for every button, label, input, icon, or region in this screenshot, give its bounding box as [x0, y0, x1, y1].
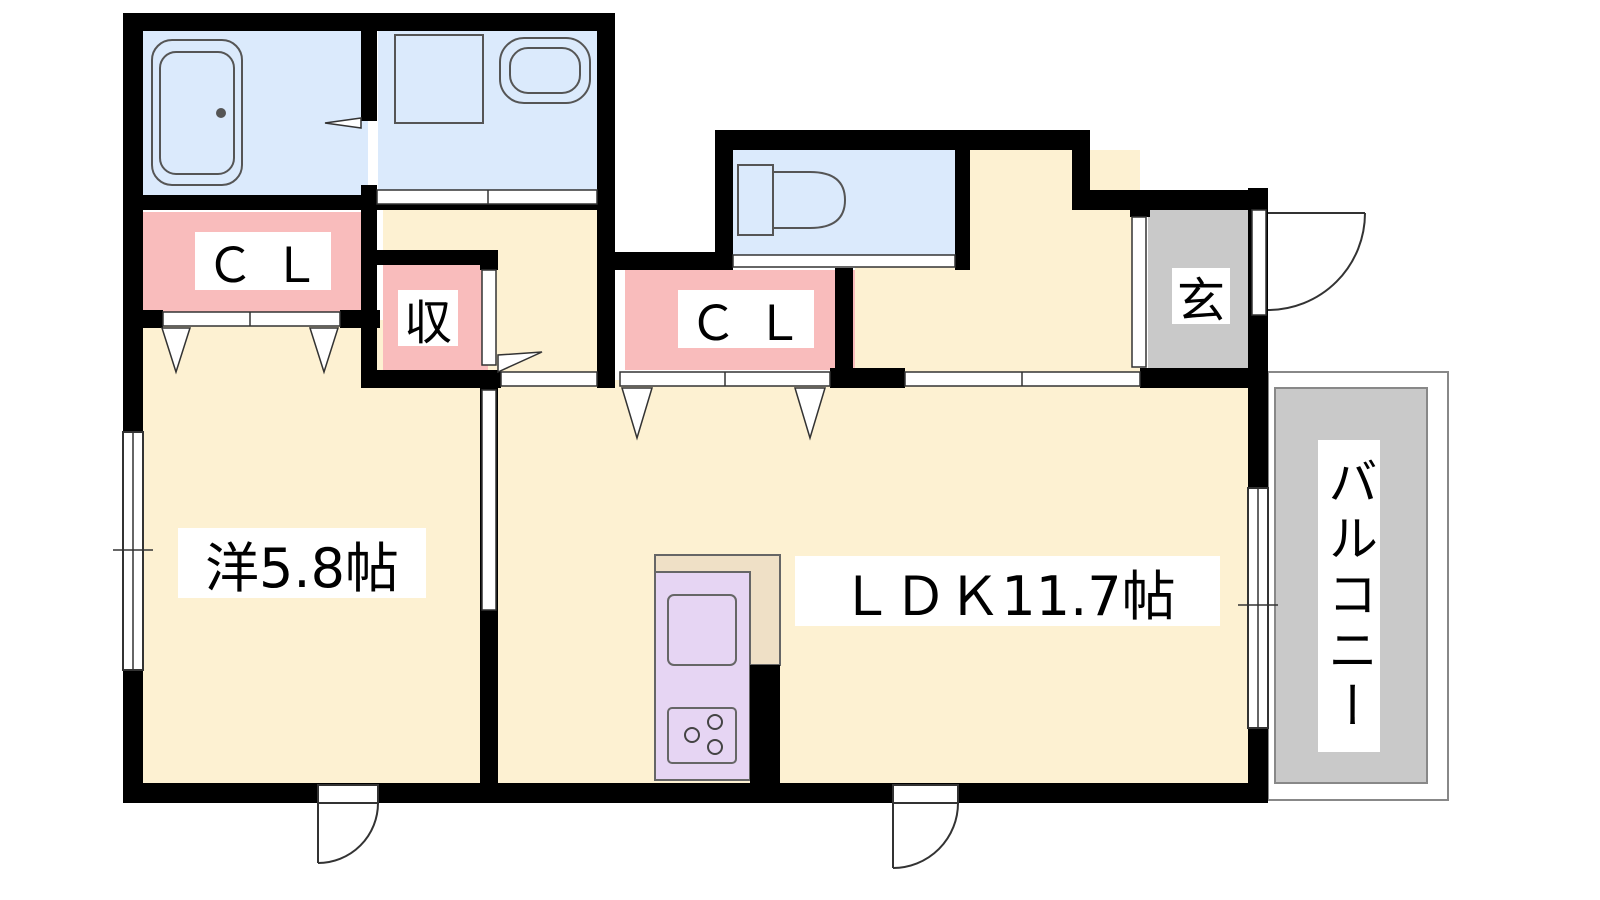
- swing-doors: [317, 212, 1366, 869]
- washroom-floor: [378, 30, 608, 195]
- balcony-label: バルコニー: [1318, 440, 1380, 752]
- closet-center-label: ＣＬ: [678, 290, 814, 352]
- folding-door-markers: [160, 117, 827, 441]
- stove: [667, 707, 737, 764]
- ldk-label: ＬＤＫ11.7帖: [795, 556, 1220, 628]
- stove-burner: [707, 739, 723, 755]
- stove-burner: [707, 714, 723, 730]
- washing-machine-space: [394, 34, 484, 124]
- washbasin: [499, 37, 591, 104]
- western-room-label: 洋5.8帖: [178, 528, 426, 600]
- toilet-bowl: [772, 171, 847, 229]
- bathroom-floor: [143, 30, 368, 195]
- stove-burner: [684, 727, 700, 743]
- sliding-doors: [162, 189, 1267, 611]
- walls: [123, 13, 1268, 803]
- sink: [667, 594, 737, 666]
- closet-left-label: ＣＬ: [195, 232, 331, 294]
- bathtub-drain: [216, 108, 226, 118]
- storage-label: 収: [398, 290, 458, 351]
- entrance-label: 玄: [1172, 268, 1230, 329]
- bathtub: [151, 39, 243, 186]
- washbasin-bowl: [509, 47, 581, 94]
- bathtub-inner: [159, 51, 235, 175]
- toilet-floor: [733, 150, 963, 260]
